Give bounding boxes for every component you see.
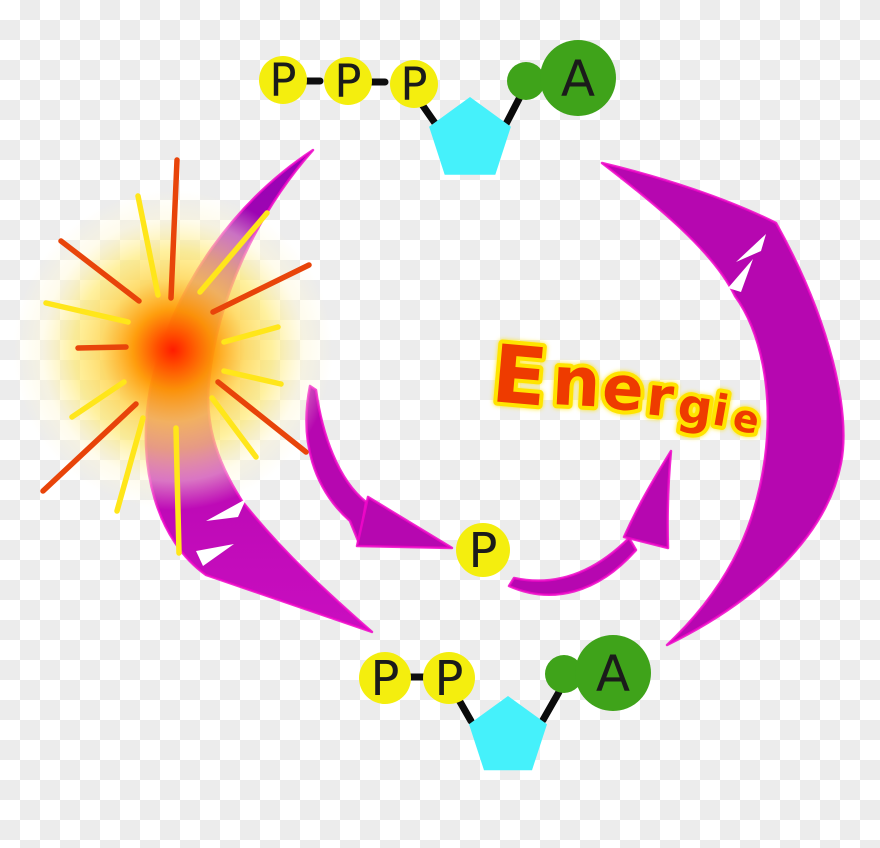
cycle-arrow-right-with-head	[600, 161, 845, 647]
free-phosphate-label: P	[469, 523, 498, 579]
sun-ray-red	[75, 344, 129, 351]
energie-letter-e1: e	[600, 352, 646, 426]
sun-ray-yellow	[135, 193, 161, 298]
adenine-circle	[575, 635, 651, 711]
phosphate-circle	[324, 57, 372, 105]
free-phosphate-circle	[456, 523, 510, 577]
phosphate-circle	[259, 56, 307, 104]
free-phosphate: P	[456, 523, 510, 579]
inner-arrow-right-head	[622, 449, 673, 550]
sun-ray-red	[215, 379, 309, 455]
phosphate-circle	[423, 652, 475, 704]
sun-ray-yellow	[221, 368, 284, 387]
sun-ray-yellow	[221, 324, 281, 345]
phosphate-label: P	[400, 58, 427, 111]
phosphate-label: P	[269, 54, 296, 107]
sun-ray-yellow	[173, 425, 182, 556]
phosphate-label: P	[435, 651, 464, 707]
bond-phosphate-sugar	[455, 696, 475, 725]
ribose-pentagon	[469, 696, 547, 771]
energy-burst	[13, 157, 333, 556]
sun-ray-yellow	[43, 300, 131, 325]
bond-sugar-adenine	[502, 91, 525, 128]
adp-molecule: P P A	[359, 635, 651, 771]
phosphate-label: P	[334, 55, 361, 108]
sun-rays	[40, 157, 312, 556]
adenine-small-circle	[545, 655, 583, 693]
arrow-notch-left-lower	[196, 544, 234, 566]
arrow-notch-right-lower	[728, 259, 753, 292]
atp-molecule: P P P A	[259, 40, 616, 175]
arrow-notch-left-upper	[206, 499, 246, 521]
adenine-circle	[540, 40, 616, 116]
energie-letter-E: E	[488, 327, 551, 424]
arrow-notch-right-upper	[736, 234, 766, 262]
adenine-label: A	[561, 50, 595, 108]
inner-arrow-left-head	[355, 495, 454, 550]
sun-ray-red	[168, 157, 180, 301]
phosphate-label: P	[371, 651, 400, 707]
adenine-label: A	[596, 645, 630, 703]
sun-ray-red	[210, 262, 312, 315]
sun-ray-yellow	[69, 379, 127, 420]
ribose-pentagon	[429, 97, 511, 175]
bond-sugar-adenine	[539, 688, 563, 724]
bond-phosphate-sugar	[417, 99, 441, 130]
energie-label: E n e r g i e	[484, 323, 767, 447]
inner-arrow-right-band	[507, 536, 638, 596]
sun-ray-red	[40, 401, 139, 494]
sun-ray-yellow	[197, 210, 270, 295]
sun-ray-yellow	[114, 415, 146, 514]
energy-burst-glow	[13, 190, 333, 510]
energie-letter-e2: e	[729, 395, 763, 443]
sun-ray-yellow	[209, 395, 259, 460]
energie-letter-n: n	[550, 342, 602, 423]
adenine-small-circle	[507, 62, 545, 100]
phosphate-circle	[359, 652, 411, 704]
energie-letter-r: r	[644, 364, 677, 429]
sun-ray-red	[58, 238, 142, 304]
phosphate-circle	[390, 60, 438, 108]
